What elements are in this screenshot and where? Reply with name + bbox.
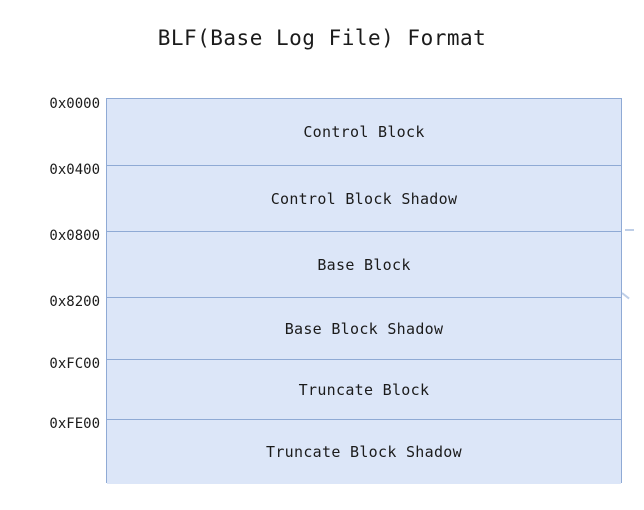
block-label: Truncate Block: [298, 380, 430, 399]
offset-label-4: 0xFC00: [49, 356, 100, 372]
offset-label-3: 0x8200: [49, 294, 100, 310]
offset-axis: 0x0000 0x0400 0x0800 0x8200 0xFC00 0xFE0…: [18, 96, 100, 483]
block-label: Base Block Shadow: [284, 319, 444, 338]
block-row-control-block-shadow: Control Block Shadow: [107, 165, 621, 231]
block-row-control-block: Control Block: [107, 99, 621, 165]
block-row-truncate-block: Truncate Block: [107, 359, 621, 419]
block-label: Control Block: [303, 123, 425, 141]
block-stack: Control Block Control Block Shadow Base …: [106, 98, 622, 484]
offset-label-5: 0xFE00: [49, 416, 100, 432]
block-row-truncate-block-shadow: Truncate Block Shadow: [107, 419, 621, 484]
block-label: Control Block Shadow: [270, 189, 458, 208]
block-row-base-block-shadow: Base Block Shadow: [107, 297, 621, 359]
edge-annotation-dash-icon: [625, 229, 634, 231]
offset-label-1: 0x0400: [49, 162, 100, 178]
block-row-base-block: Base Block: [107, 231, 621, 297]
edge-annotation-tick-icon: [621, 292, 630, 300]
offset-label-2: 0x0800: [49, 228, 100, 244]
page-title: BLF(Base Log File) Format: [157, 26, 487, 50]
block-label: Base Block: [317, 255, 411, 274]
block-label: Truncate Block Shadow: [266, 443, 462, 461]
offset-label-0: 0x0000: [49, 96, 100, 112]
